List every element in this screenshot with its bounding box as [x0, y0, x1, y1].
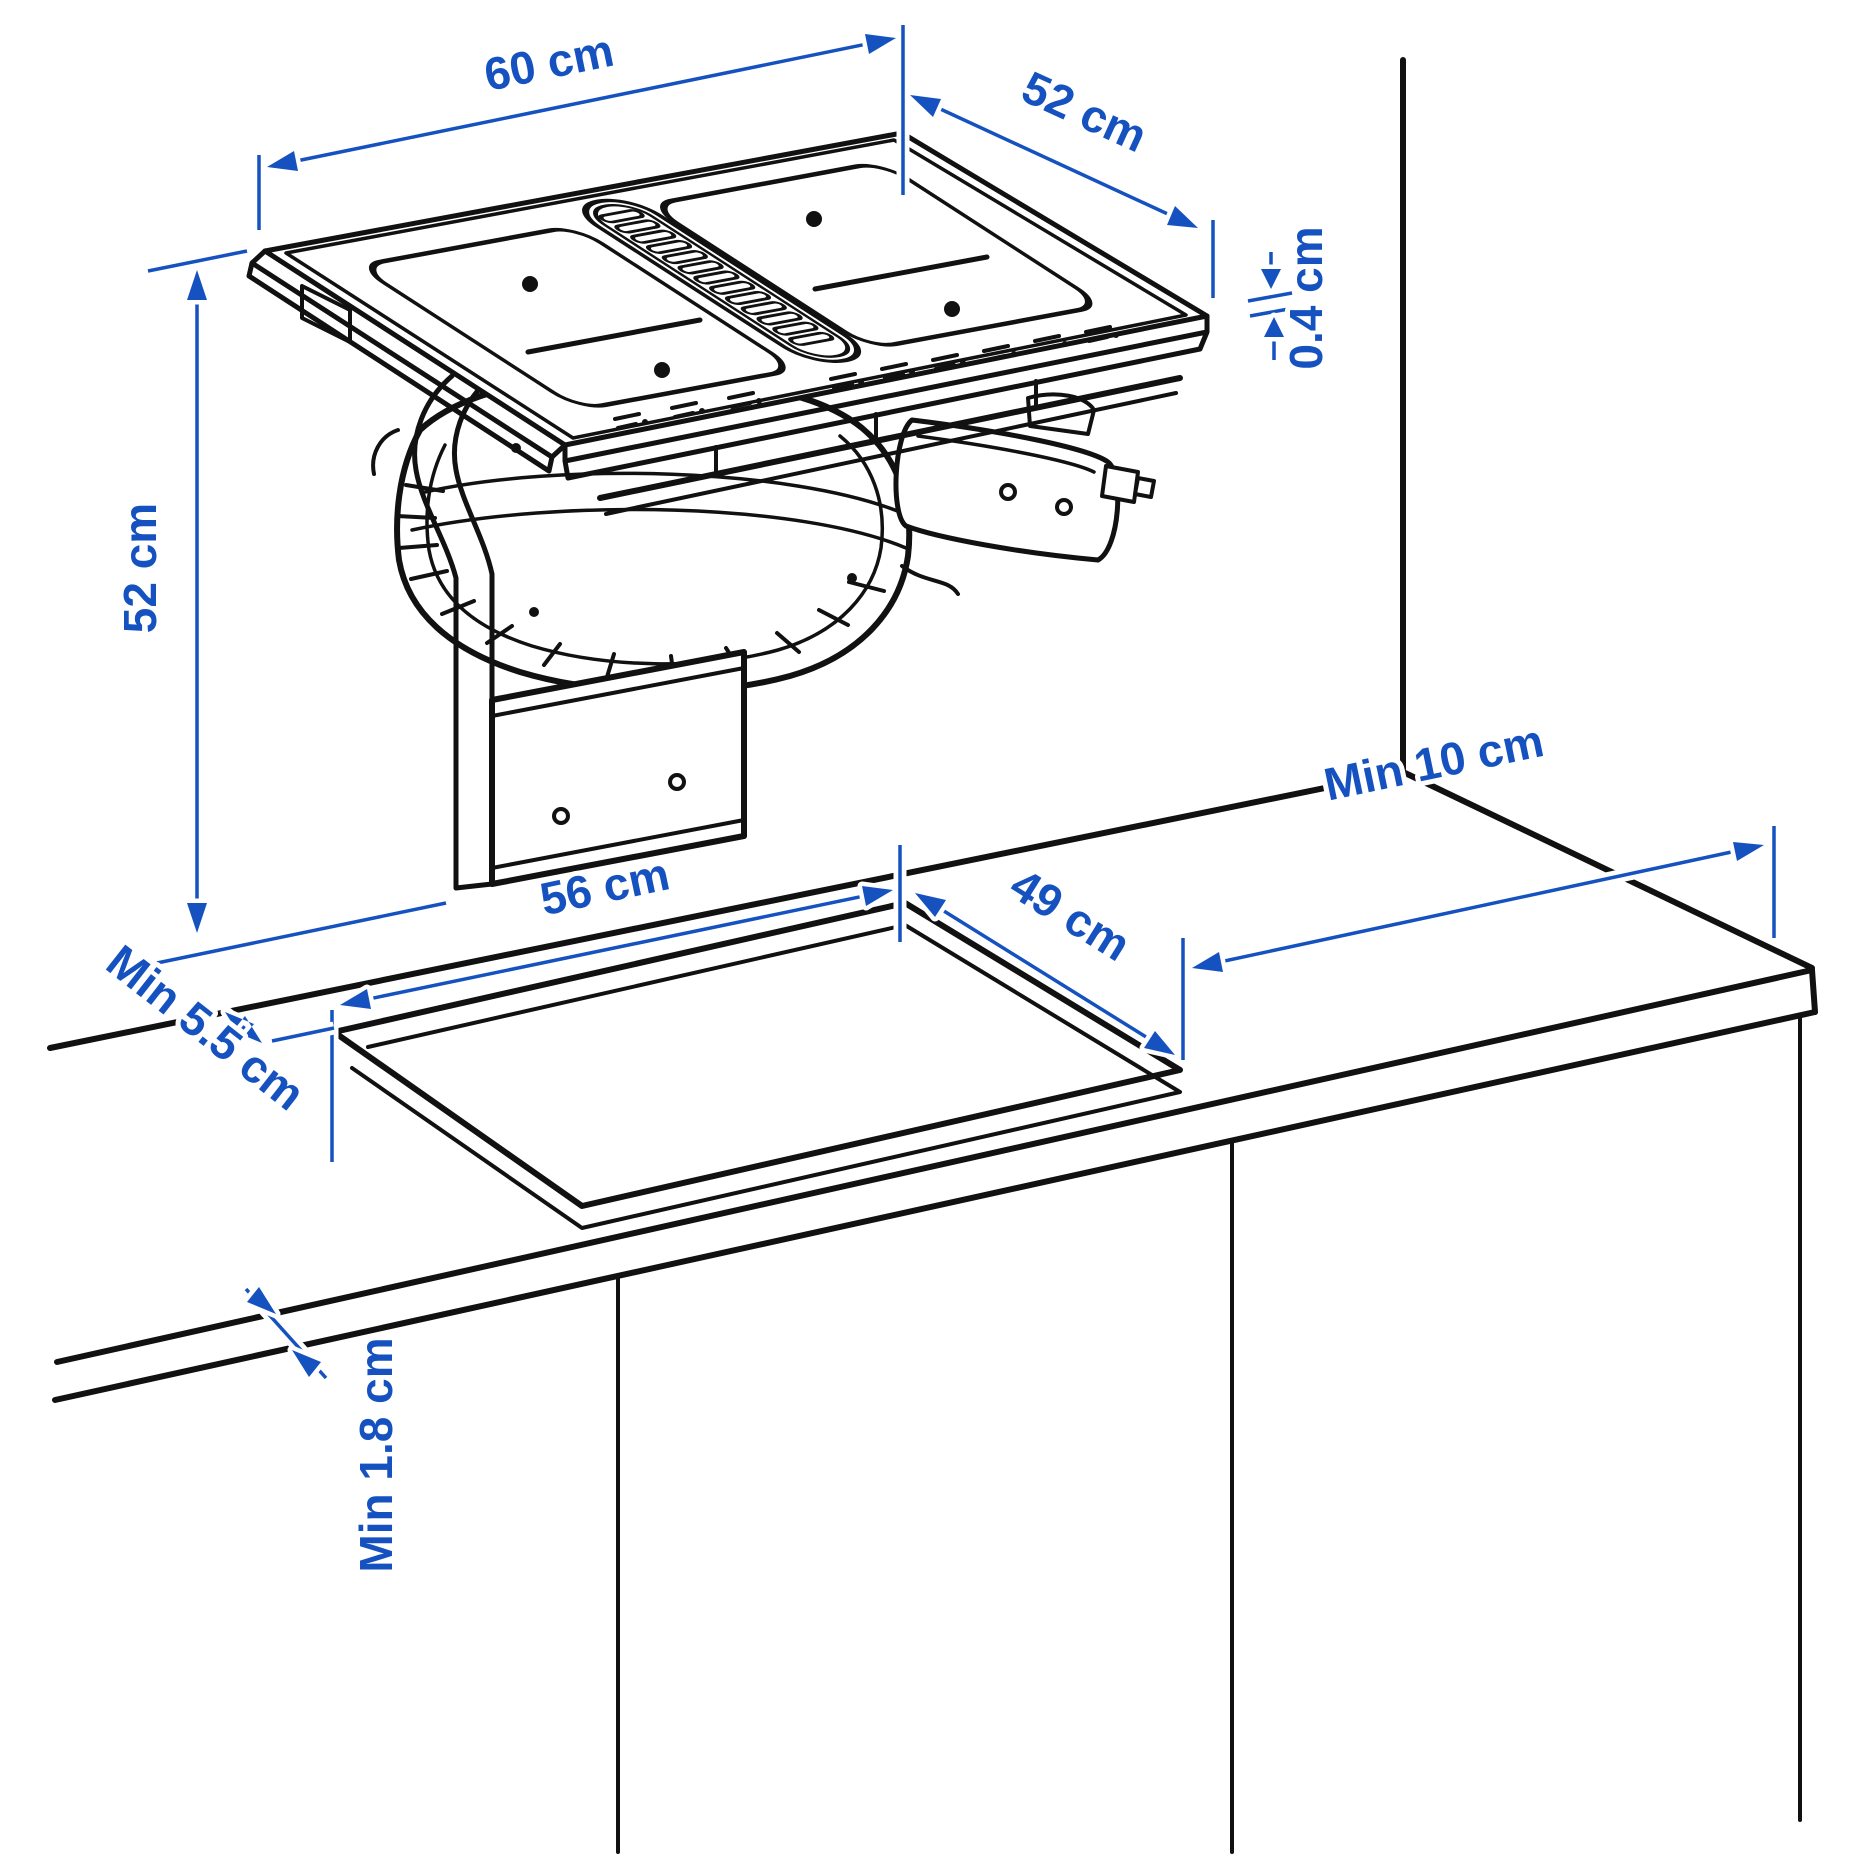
wall-right-baseline: [1400, 769, 1815, 971]
wall: [47, 57, 1815, 1051]
vent-outline: [582, 198, 862, 364]
duct-plenum-box: [489, 649, 747, 887]
arrowheads: [1261, 269, 1284, 337]
dim-line: [909, 93, 1215, 298]
dim-worktop-thickness: Min 1.8 cm: [241, 1282, 407, 1578]
motor-box: [893, 417, 1121, 563]
worktop-cutout: [331, 900, 1183, 1230]
dim-side-clearance: Min 10 cm: [1187, 709, 1781, 977]
label-glass-thickness: 0.4 cm: [1280, 226, 1332, 369]
label-rear-clearance: Min 5.5 cm: [97, 935, 314, 1121]
dim-line: [914, 891, 1185, 1060]
label-hob-width: 60 cm: [480, 24, 618, 101]
duct-shaft: [453, 642, 495, 891]
vent-slats: [598, 209, 835, 346]
cabinet-lines: [616, 1013, 1802, 1854]
wall-left-baseline: [47, 769, 1406, 1051]
motor-screw: [999, 483, 1017, 501]
worktop-front-bottom-edge: [52, 1009, 1818, 1403]
motor-cable: [900, 564, 960, 596]
dim-rear-clearance: Min 5.5 cm: [92, 930, 336, 1125]
duct-arm-hook: [371, 428, 400, 476]
worktop-right-end: [1809, 967, 1818, 1015]
dim-unit-height: 52 cm: [109, 244, 448, 970]
apron-edges: [246, 248, 1210, 481]
mounting-rail-lower: [604, 391, 1178, 516]
zone-divider: [812, 254, 990, 292]
vent-inner-rim: [593, 204, 851, 358]
worktop-front-edge: [54, 967, 1815, 1365]
dim-line: [1191, 826, 1776, 970]
mounting-rail: [597, 375, 1183, 501]
dim-line: [330, 845, 902, 1162]
label-unit-height: 52 cm: [114, 503, 166, 633]
rail-posts: [714, 379, 1038, 476]
left-zone-outline: [368, 227, 786, 408]
fan-bolt: [529, 607, 539, 617]
zone-dot: [944, 301, 960, 317]
dim-line: [257, 25, 905, 230]
hob-edge-apron: [246, 248, 1210, 516]
duct-plenum-box-lines: [490, 666, 746, 870]
right-zone-outline: [660, 163, 1093, 347]
right-cooking-zone: [660, 163, 1093, 347]
label-side-clearance: Min 10 cm: [1320, 714, 1548, 810]
arrowheads: [225, 1012, 262, 1043]
cutout-upper-rim: [331, 900, 1183, 1209]
zone-dot: [522, 276, 538, 292]
zone-divider: [525, 317, 703, 355]
cutout-lower-rim: [350, 923, 1182, 1230]
control-markings: [613, 325, 1119, 430]
dim-line: [1247, 252, 1295, 360]
zone-dot: [654, 362, 670, 378]
hob-glass-bevel: [284, 138, 1188, 440]
fan-bolt: [847, 573, 857, 583]
fan-band-lines: [410, 471, 908, 550]
fan-housing-inner: [425, 434, 885, 666]
dim-glass-thickness: 0.4 cm: [1246, 221, 1337, 375]
duct-box-screw: [552, 807, 570, 825]
hob: [246, 130, 1210, 516]
dim-line: [147, 249, 447, 965]
label-worktop-thickness: Min 1.8 cm: [350, 1337, 402, 1572]
motor-screw: [1055, 498, 1073, 516]
worktop: [52, 900, 1818, 1854]
extractor-vent: [582, 198, 862, 364]
duct-arm: [412, 373, 495, 648]
motor-knob: [1100, 464, 1156, 504]
left-cooking-zone: [368, 227, 786, 408]
dim-cutout-depth: 49 cm: [910, 853, 1190, 1061]
zone-dot: [806, 211, 822, 227]
arrowheads: [247, 1287, 321, 1377]
duct-box-screw: [668, 773, 686, 791]
